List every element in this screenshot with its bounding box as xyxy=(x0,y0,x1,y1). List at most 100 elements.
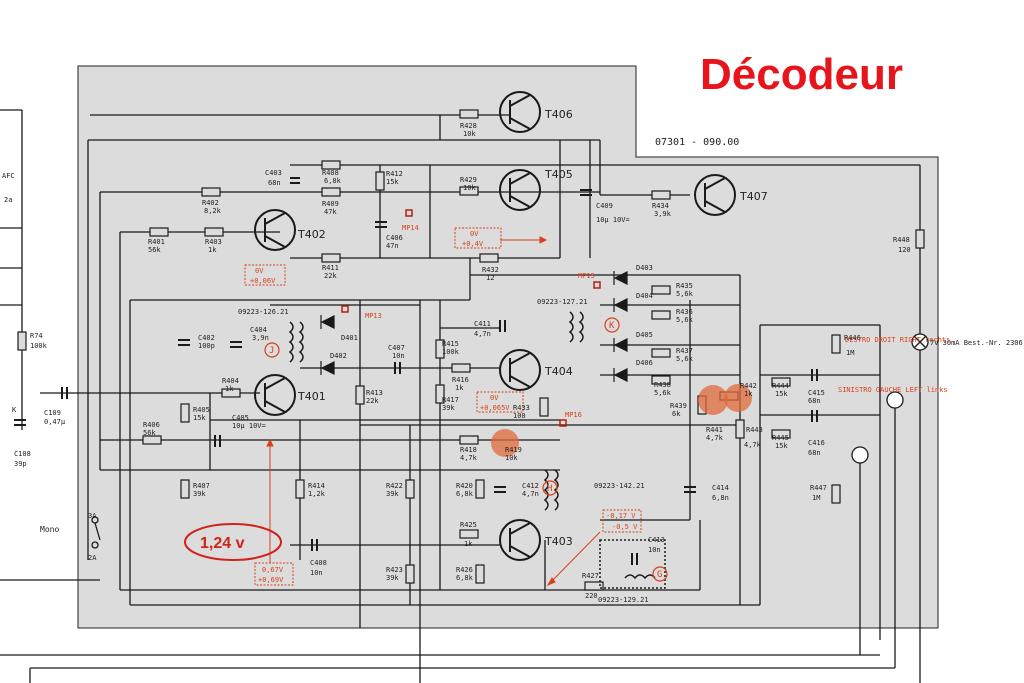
resistor-label: 5,6k xyxy=(676,316,694,324)
resistor-label: 10k xyxy=(463,184,476,192)
resistor-label: R436 xyxy=(676,308,693,316)
resistor-label: R443 xyxy=(746,426,763,434)
resistor-label: 15k xyxy=(775,390,788,398)
capacitor-label: 4,7n xyxy=(522,490,539,498)
resistor-label: 6k xyxy=(672,410,681,418)
diode-label: D405 xyxy=(636,331,653,339)
resistor-label: 1k xyxy=(208,246,217,254)
capacitor-label: C411 xyxy=(474,320,491,328)
resistor-label: 120 xyxy=(898,246,911,254)
capacitor-label: C415 xyxy=(808,389,825,397)
capacitor-label: 10µ 10V= xyxy=(232,422,266,430)
resistor-label: R448 xyxy=(893,236,910,244)
coil-symbols xyxy=(288,311,666,589)
capacitor-label: C403 xyxy=(265,169,282,177)
resistor-label: 56k xyxy=(148,246,161,254)
resistor-label: 12 xyxy=(486,274,494,282)
resistor-label: R404 xyxy=(222,377,239,385)
resistor-label: R419 xyxy=(505,446,522,454)
resistor-label: R407 xyxy=(193,482,210,490)
resistor-label: 6,8k xyxy=(456,490,474,498)
diode-symbols xyxy=(320,271,628,382)
resistor-label: R74 xyxy=(30,332,43,340)
resistor-label: 5,6k xyxy=(676,355,694,363)
resistor-label: R401 xyxy=(148,238,165,246)
coil-label: 09223-127.21 xyxy=(537,298,588,306)
switch-position: 3A xyxy=(88,512,97,520)
capacitor-label: C408 xyxy=(310,559,327,567)
coil-label: 09223-142.21 xyxy=(594,482,645,490)
coil-label: 09223-126.21 xyxy=(238,308,289,316)
capacitor-label: C414 xyxy=(712,484,729,492)
diode-label: D406 xyxy=(636,359,653,367)
resistor-label: R444 xyxy=(772,382,789,390)
transistor-symbols xyxy=(254,91,736,561)
resistor-label: 5,6k xyxy=(654,389,672,397)
capacitor-label: 39p xyxy=(14,460,27,468)
resistor-label: 10k xyxy=(463,130,476,138)
diode-label: D402 xyxy=(330,352,347,360)
capacitor-label: C108 xyxy=(14,450,31,458)
resistor-label: 22k xyxy=(366,397,379,405)
resistor-label: 39k xyxy=(386,574,399,582)
resistor-label: 10k xyxy=(505,454,518,462)
measure-point-label: MP14 xyxy=(402,224,419,232)
resistor-label: 100 xyxy=(513,412,526,420)
resistor-label: R403 xyxy=(205,238,222,246)
capacitor-symbols xyxy=(14,177,818,565)
resistor-label: R415 xyxy=(442,340,459,348)
resistor-label: 1k xyxy=(455,384,464,392)
highlight-voltage: 1,24 v xyxy=(200,535,245,552)
adjust-highlights xyxy=(491,384,752,457)
resistor-label: 1k xyxy=(744,390,753,398)
wires xyxy=(0,109,921,683)
resistor-label: 4,7k xyxy=(744,441,762,449)
channel-label-left: SINISTRO GAUCHE LEFT links xyxy=(838,386,948,394)
resistor-label: R420 xyxy=(456,482,473,490)
resistor-label: R439 xyxy=(670,402,687,410)
resistor-label: 1k xyxy=(225,385,234,393)
resistor-label: 6,8k xyxy=(324,177,342,185)
resistor-label: R411 xyxy=(322,264,339,272)
resistor-label: 6,8k xyxy=(456,574,474,582)
board-area xyxy=(77,65,939,629)
resistor-label: R423 xyxy=(386,566,403,574)
transistor-label: T405 xyxy=(544,168,573,181)
resistor-label: 100k xyxy=(30,342,48,350)
capacitor-label: C412 xyxy=(522,482,539,490)
capacitor-label: 68n xyxy=(808,397,821,405)
resistor-label: 22k xyxy=(324,272,337,280)
channel-label-right: DESTRO DROIT RIGHT rechts xyxy=(845,336,950,344)
capacitor-label: C406 xyxy=(386,234,403,242)
measure-point-label: MP13 xyxy=(365,312,382,320)
voltage-note-bottom: +0,69V xyxy=(258,576,284,584)
page-title: Décodeur xyxy=(700,50,903,99)
resistor-label: R437 xyxy=(676,347,693,355)
capacitor-label: C416 xyxy=(808,439,825,447)
capacitor-label: 0,47µ xyxy=(44,418,66,426)
resistor-label: R405 xyxy=(193,406,210,414)
test-point-markers xyxy=(264,317,668,582)
test-point-letter: G xyxy=(657,570,662,580)
resistor-label: 220 xyxy=(585,592,598,600)
resistor-label: R432 xyxy=(482,266,499,274)
transistor-label: T403 xyxy=(544,535,573,548)
diode-label: D401 xyxy=(341,334,358,342)
resistor-label: R422 xyxy=(386,482,403,490)
edge-label: AFC xyxy=(2,172,15,180)
resistor-label: R429 xyxy=(460,176,477,184)
capacitor-label: C413 xyxy=(648,536,665,544)
voltage-note-top: 0V xyxy=(470,230,479,238)
resistor-label: 8,2k xyxy=(204,207,222,215)
transistor-label: T404 xyxy=(544,365,573,378)
resistor-bodies xyxy=(17,109,925,591)
resistor-label: R409 xyxy=(322,200,339,208)
resistor-label: R426 xyxy=(456,566,473,574)
resistor-label: 5,6k xyxy=(676,290,694,298)
resistor-label: R442 xyxy=(740,382,757,390)
mono-switch xyxy=(91,516,101,549)
resistor-label: 15k xyxy=(775,442,788,450)
resistor-label: 15k xyxy=(193,414,206,422)
transistor-label: T401 xyxy=(297,390,326,403)
resistor-label: 1,2k xyxy=(308,490,326,498)
